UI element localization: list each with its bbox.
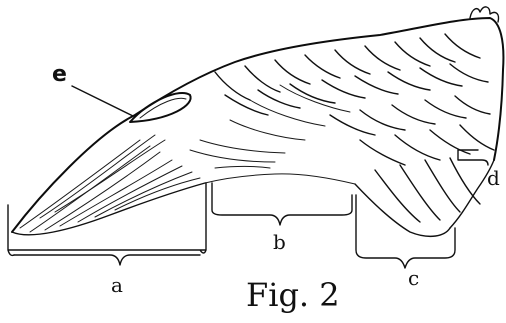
bracket-b <box>212 183 352 225</box>
primaries-lower-edge <box>12 183 205 235</box>
leader-line-e <box>72 86 133 116</box>
label-d: d <box>487 168 500 188</box>
wing-outline <box>12 18 503 232</box>
label-a: a <box>111 275 123 295</box>
label-e: e <box>52 64 67 86</box>
covert-feathers <box>215 34 494 222</box>
primary-feathers <box>20 135 200 232</box>
bracket-a-brace <box>14 255 200 265</box>
bracket-d <box>458 150 488 165</box>
tertials-edge <box>355 184 450 236</box>
figure-caption: Fig. 2 <box>246 276 340 314</box>
label-b: b <box>273 232 286 252</box>
alula-feather <box>130 93 191 122</box>
secondary-feathers <box>190 85 355 184</box>
label-c: c <box>408 268 419 288</box>
bracket-a <box>8 183 206 255</box>
bracket-c <box>356 195 455 268</box>
